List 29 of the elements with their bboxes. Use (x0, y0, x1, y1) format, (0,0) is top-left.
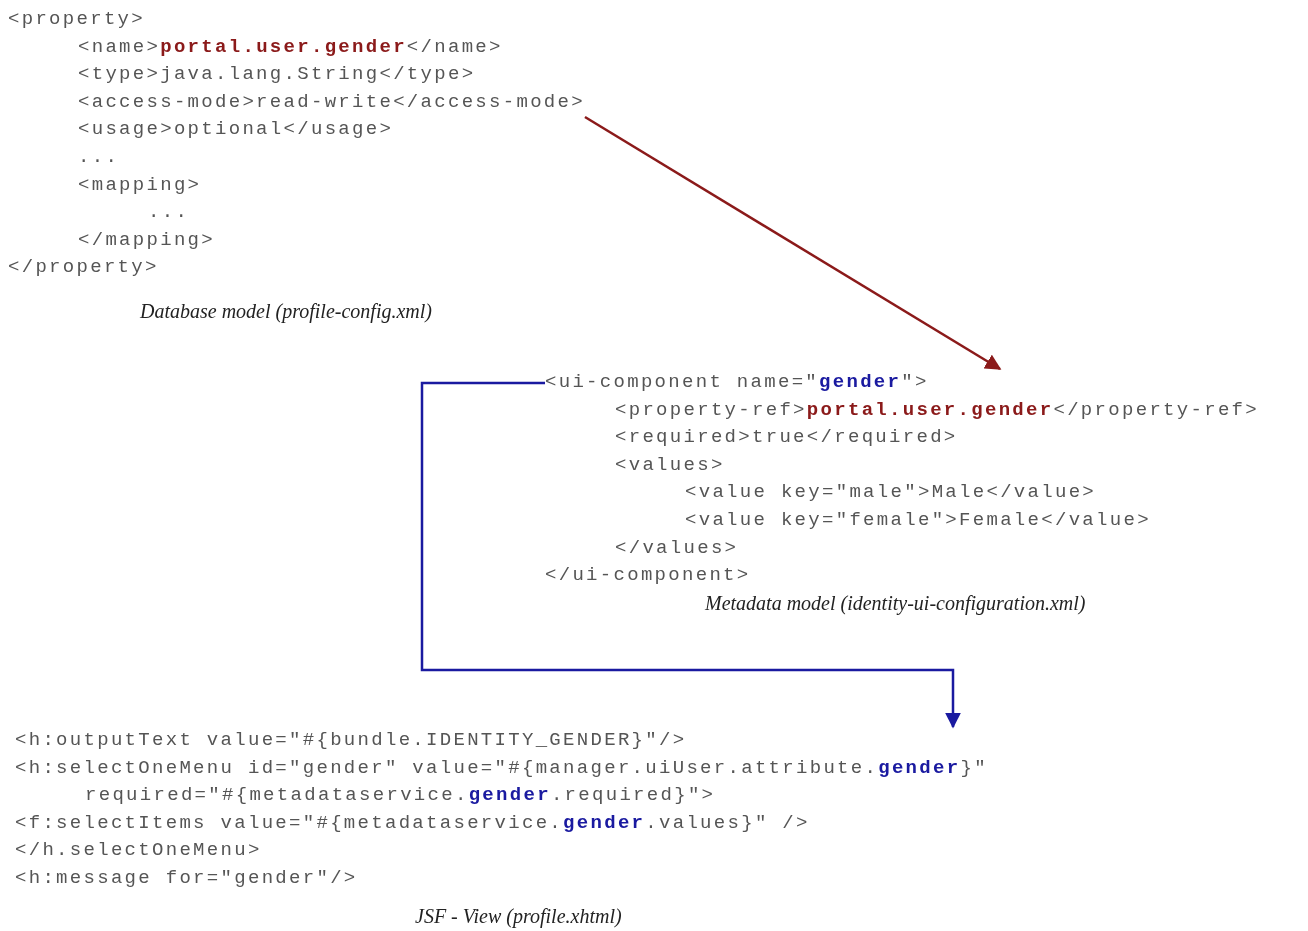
code-line: <mapping> (78, 172, 202, 198)
code-line: <property-ref>portal.user.gender</property-ref> (615, 397, 1259, 423)
node-label: JSF - View (profile.xhtml) (415, 905, 622, 928)
code-line: <value key="female">Female</value> (685, 507, 1151, 533)
arrow (420, 381, 961, 729)
arrow (584, 115, 1002, 371)
code-line: <h:selectOneMenu id="gender" value="#{manager.uiUser.attribute.gender}" (15, 755, 988, 781)
code-line: <type>java.lang.String</type> (78, 62, 476, 88)
code-line: </h.selectOneMenu> (15, 838, 262, 864)
code-line: <property> (8, 7, 146, 32)
code-line: <f:selectItems value="#{metadataservice.gender.values}" /> (15, 810, 810, 836)
code-line: <h:message for="gender"/> (15, 865, 358, 891)
code-line: <h:outputText value="#{bundle.IDENTITY_GENDER}"/> (15, 728, 687, 753)
code-line: ... (78, 144, 120, 170)
code-line: </property> (8, 255, 159, 281)
node-label: Database model (profile-config.xml) (140, 300, 432, 323)
code-line: </mapping> (78, 227, 216, 253)
code-line: ... (148, 200, 190, 226)
code-line: <required>true</required> (615, 425, 958, 451)
code-line: <values> (615, 452, 725, 478)
code-line: <usage>optional</usage> (78, 117, 394, 143)
code-line: <access-mode>read-write</access-mode> (78, 89, 585, 115)
code-line: <value key="male">Male</value> (685, 480, 1097, 506)
code-line: required="#{metadataservice.gender.required}"> (85, 783, 716, 809)
node-label: Metadata model (identity-ui-configuration.xml) (705, 592, 1086, 615)
code-line: </ui-component> (545, 563, 751, 589)
code-line: <name>portal.user.gender</name> (78, 34, 503, 60)
code-line: <ui-component name="gender"> (545, 370, 929, 395)
code-line: </values> (615, 535, 739, 561)
